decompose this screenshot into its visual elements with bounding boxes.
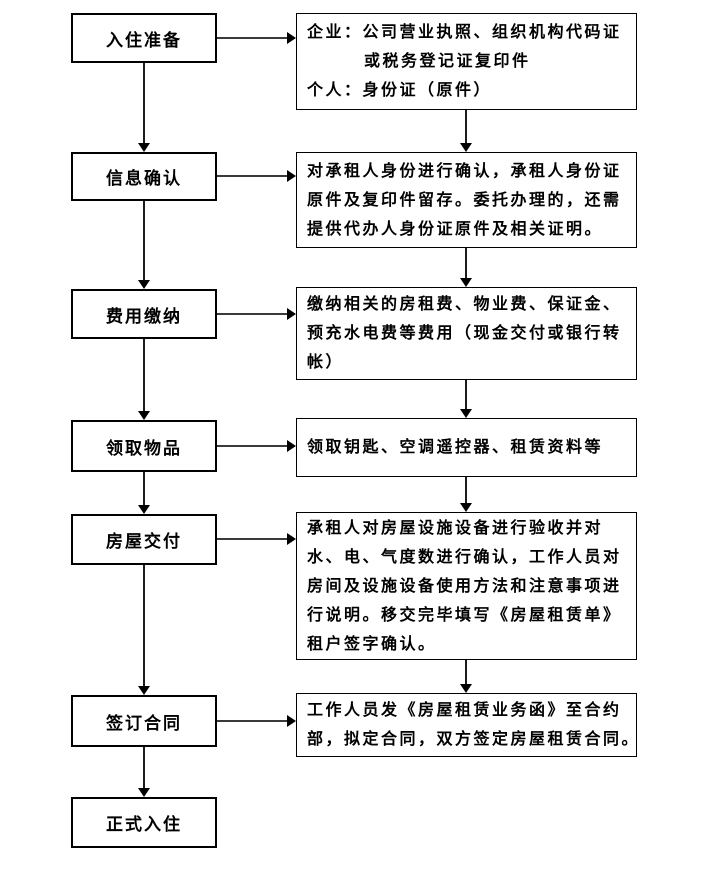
step-label: 正式入住	[106, 815, 182, 834]
arrow-down-icon	[138, 201, 150, 289]
arrow-down-icon	[138, 339, 150, 420]
arrow-down-icon	[138, 747, 150, 797]
arrow-right-icon	[217, 440, 296, 452]
step-label: 领取物品	[106, 438, 182, 458]
arrow-right-icon	[217, 32, 296, 44]
arrow-down-icon	[460, 380, 472, 418]
detail-box-house-handover: 承租人对房屋设施设备进行验收并对 水、电、气度数进行确认，工作人员对 房间及设施…	[296, 512, 637, 660]
detail-line: 房间及设施设备使用方法和注意事项进	[307, 577, 622, 595]
detail-line: 企业：公司营业执照、组织机构代码证	[307, 24, 622, 41]
detail-line: 行说明。移交完毕填写《房屋租赁单》	[307, 606, 622, 624]
detail-line: 租户签字确认。	[307, 635, 437, 653]
detail-box-checkin-prep: 企业：公司营业执照、组织机构代码证 或税务登记证复印件 个人：身份证（原件）	[296, 13, 637, 110]
step-box-info-confirm: 信息确认	[71, 152, 217, 201]
detail-line: 帐）	[307, 354, 345, 371]
arrow-right-icon	[217, 715, 296, 727]
arrow-down-icon	[460, 110, 472, 152]
arrow-down-icon	[460, 660, 472, 693]
step-label: 房屋交付	[106, 532, 182, 551]
detail-box-fee-payment: 缴纳相关的房租费、物业费、保证金、 预充水电费等费用（现金交付或银行转 帐）	[296, 287, 637, 380]
step-box-house-handover: 房屋交付	[71, 514, 217, 565]
detail-line: 水、电、气度数进行确认，工作人员对	[307, 548, 622, 566]
arrow-right-icon	[217, 308, 296, 320]
arrow-down-icon	[460, 248, 472, 287]
step-label: 签订合同	[106, 713, 182, 733]
step-box-collect-items: 领取物品	[71, 420, 217, 472]
step-label: 信息确认	[106, 169, 182, 188]
step-label: 入住准备	[106, 30, 182, 50]
detail-line: 部，拟定合同，双方签定房屋租赁合同。	[307, 731, 641, 748]
arrow-down-icon	[138, 472, 150, 514]
arrow-down-icon	[138, 63, 150, 152]
detail-line: 领取钥匙、空调遥控器、租赁资料等	[307, 439, 604, 456]
detail-line: 工作人员发《房屋租赁业务函》至合约	[307, 702, 622, 719]
arrow-right-icon	[217, 533, 296, 545]
detail-line: 个人：身份证（原件）	[307, 82, 493, 99]
detail-line: 原件及复印件留存。委托办理的，还需	[307, 191, 622, 209]
detail-line: 提供代办人身份证原件及相关证明。	[307, 220, 604, 238]
step-box-sign-contract: 签订合同	[71, 695, 217, 747]
detail-box-info-confirm: 对承租人身份进行确认，承租人身份证 原件及复印件留存。委托办理的，还需 提供代办…	[296, 152, 637, 248]
detail-line: 对承租人身份进行确认，承租人身份证	[307, 162, 622, 180]
detail-line: 承租人对房屋设施设备进行验收并对	[307, 519, 604, 537]
arrow-down-icon	[460, 477, 472, 512]
step-box-official-movein: 正式入住	[71, 797, 217, 848]
detail-line: 预充水电费等费用（现金交付或银行转	[307, 325, 622, 342]
step-box-fee-payment: 费用缴纳	[71, 289, 217, 339]
arrow-right-icon	[217, 170, 296, 182]
detail-line: 或税务登记证复印件	[364, 53, 531, 70]
detail-line: 缴纳相关的房租费、物业费、保证金、	[307, 296, 622, 313]
step-box-checkin-prep: 入住准备	[71, 13, 217, 63]
arrow-down-icon	[138, 565, 150, 695]
detail-box-sign-contract: 工作人员发《房屋租赁业务函》至合约 部，拟定合同，双方签定房屋租赁合同。	[296, 693, 641, 757]
step-label: 费用缴纳	[106, 306, 182, 326]
detail-box-collect-items: 领取钥匙、空调遥控器、租赁资料等	[296, 418, 637, 477]
